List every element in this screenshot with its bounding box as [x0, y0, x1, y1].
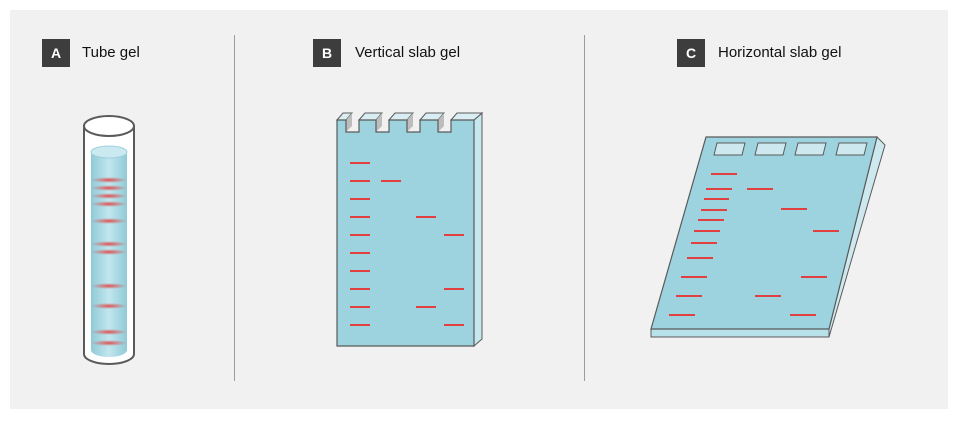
gel-well [835, 142, 868, 156]
tube-band [91, 329, 127, 335]
tube-band [91, 241, 127, 247]
panel-divider-1 [234, 35, 235, 381]
gel-well [713, 142, 746, 156]
panel-divider-2 [584, 35, 585, 381]
horizontal-slab-gel [650, 136, 886, 338]
tube-band [91, 283, 127, 289]
tube-band [91, 340, 127, 346]
tube-gel [83, 115, 135, 365]
tube-gel-bands [91, 177, 127, 346]
tube-band [91, 249, 127, 255]
panel-a-title: Tube gel [82, 44, 140, 61]
panel-c-title: Horizontal slab gel [718, 44, 842, 61]
tube-band [91, 218, 127, 224]
tube-band [91, 193, 127, 199]
panel-c-badge: C [677, 39, 705, 67]
tube-band [91, 303, 127, 309]
panel-b-title: Vertical slab gel [355, 44, 461, 61]
panel-a-badge: A [42, 39, 70, 67]
panel-b-badge: B [313, 39, 341, 67]
gel-well [794, 142, 827, 156]
tube-band [91, 201, 127, 207]
vertical-slab-gel [335, 111, 484, 348]
gel-wells [713, 142, 868, 156]
horizontal-gel-bands [669, 173, 839, 316]
gel-well [754, 142, 787, 156]
vertical-gel-bands [350, 162, 464, 326]
tube-band [91, 185, 127, 191]
tube-band [91, 177, 127, 183]
